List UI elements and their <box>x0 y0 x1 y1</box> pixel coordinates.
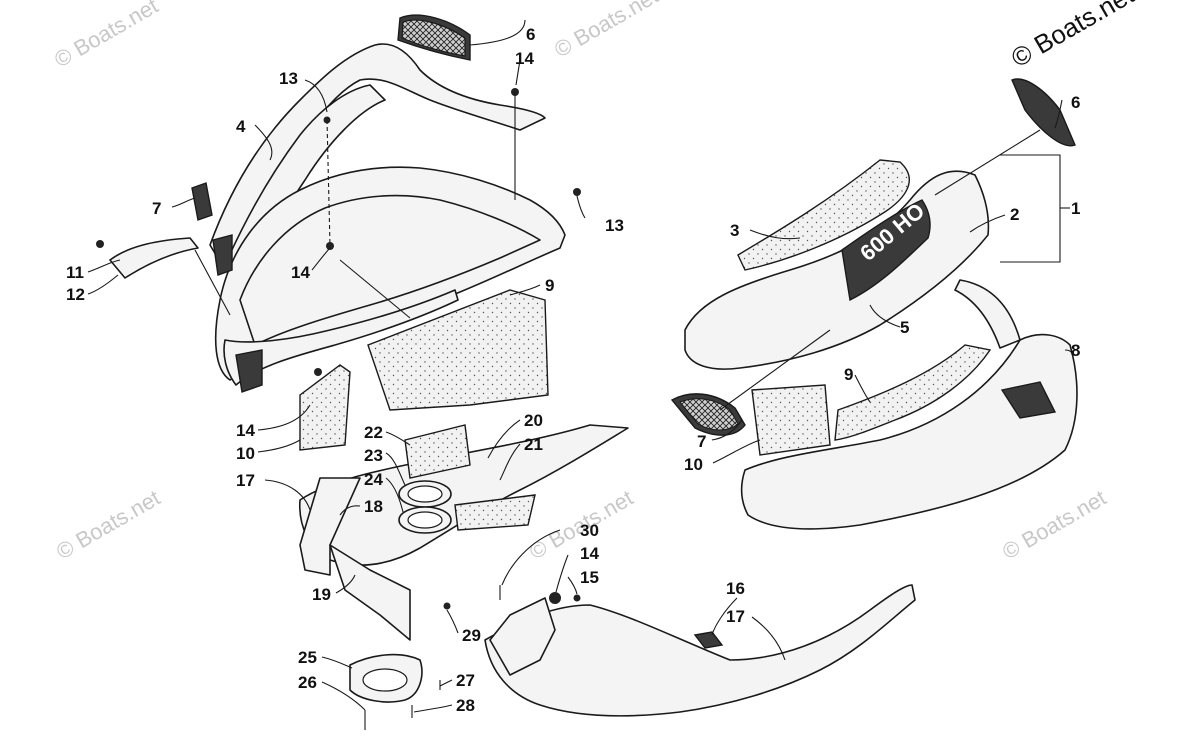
callout-26: 26 <box>298 673 317 692</box>
left-assembly <box>96 14 629 730</box>
chute-hole <box>362 668 408 692</box>
callout-15: 15 <box>580 568 599 587</box>
callout-2: 2 <box>1010 205 1019 224</box>
callouts: 1 2 3 4 5 6 6 7 7 8 9 9 10 10 11 12 13 1… <box>66 25 1080 715</box>
callout-16: 16 <box>726 579 745 598</box>
belly-pan-right <box>484 584 916 717</box>
callout-13-right: 13 <box>605 216 624 235</box>
decal-5 <box>841 199 931 302</box>
leader-lines <box>87 19 1073 713</box>
callout-14-top: 14 <box>515 49 534 68</box>
callout-17-right: 17 <box>726 607 745 626</box>
callout-12: 12 <box>66 285 85 304</box>
front-shell-inner <box>239 194 541 346</box>
callout-9-left: 9 <box>545 276 554 295</box>
callout-13-top: 13 <box>279 69 298 88</box>
nose-grip-left <box>212 234 233 276</box>
callout-6-left: 6 <box>526 25 535 44</box>
callout-10-left: 10 <box>236 444 255 463</box>
callout-14-low: 14 <box>236 421 255 440</box>
screw-29 <box>443 602 451 610</box>
callout-14-right: 14 <box>580 544 599 563</box>
callout-28: 28 <box>456 696 475 715</box>
right-assembly: 600 HO <box>484 78 1078 717</box>
bracket-line-1 <box>1000 154 1061 263</box>
watermark: © Boats.net <box>52 485 164 564</box>
callout-18: 18 <box>364 497 383 516</box>
assembly-line <box>326 119 331 247</box>
watermark: © Boats.net <box>998 485 1110 564</box>
callout-22: 22 <box>364 423 383 442</box>
vent-side-8 <box>1000 381 1057 419</box>
bumper-grip-left <box>235 349 263 393</box>
watermark: © Boats.net <box>50 0 162 72</box>
watermark: © Boats.net <box>550 0 662 62</box>
plate-22 <box>404 424 471 479</box>
screw-11 <box>96 240 104 248</box>
vent-6-right <box>1011 78 1076 147</box>
nut-14-low <box>314 368 322 376</box>
side-panel-8-top <box>954 279 1021 349</box>
callout-17-left: 17 <box>236 471 255 490</box>
washer-14 <box>549 592 561 604</box>
callout-25: 25 <box>298 648 317 667</box>
bracket-12 <box>109 237 199 279</box>
callout-27: 27 <box>456 671 475 690</box>
callout-9-right: 9 <box>844 365 853 384</box>
callout-11: 11 <box>66 263 84 282</box>
vent-7-mesh <box>679 398 739 431</box>
callout-3: 3 <box>730 221 739 240</box>
callout-29: 29 <box>462 626 481 645</box>
callout-23: 23 <box>364 446 383 465</box>
callout-7-right: 7 <box>697 432 706 451</box>
vent-7-left <box>191 182 213 221</box>
callout-24: 24 <box>364 470 383 489</box>
belly-pad-21 <box>454 494 536 531</box>
vent-mesh <box>401 19 466 57</box>
foam-insert-9-right <box>834 344 992 441</box>
bolt-13-right <box>573 188 581 196</box>
belly-pan-side <box>489 597 556 676</box>
foam-insert-9-left <box>367 289 549 411</box>
callout-6-right: 6 <box>1071 93 1080 112</box>
bolt-15 <box>573 594 581 602</box>
callout-20: 20 <box>524 411 543 430</box>
foam-block-10-right <box>751 384 831 456</box>
gasket-23-hole <box>407 485 443 503</box>
deflector-19 <box>329 544 411 641</box>
callout-30: 30 <box>580 521 599 540</box>
side-panel-8 <box>740 333 1078 530</box>
callout-1: 1 <box>1071 199 1080 218</box>
gasket-24-hole <box>407 511 443 529</box>
foam-block-10-left <box>299 364 351 451</box>
decal-3 <box>737 159 910 271</box>
callout-21: 21 <box>524 435 543 454</box>
callout-19: 19 <box>312 585 331 604</box>
callout-8: 8 <box>1071 341 1080 360</box>
front-bumper <box>223 289 459 386</box>
callout-7-left: 7 <box>152 199 161 218</box>
callout-4: 4 <box>236 117 246 136</box>
corner-watermark: © Boats.net <box>1006 0 1140 73</box>
callout-5: 5 <box>900 318 909 337</box>
callout-10-right: 10 <box>684 455 703 474</box>
callout-14-mid: 14 <box>291 263 310 282</box>
clip-16 <box>693 631 724 649</box>
